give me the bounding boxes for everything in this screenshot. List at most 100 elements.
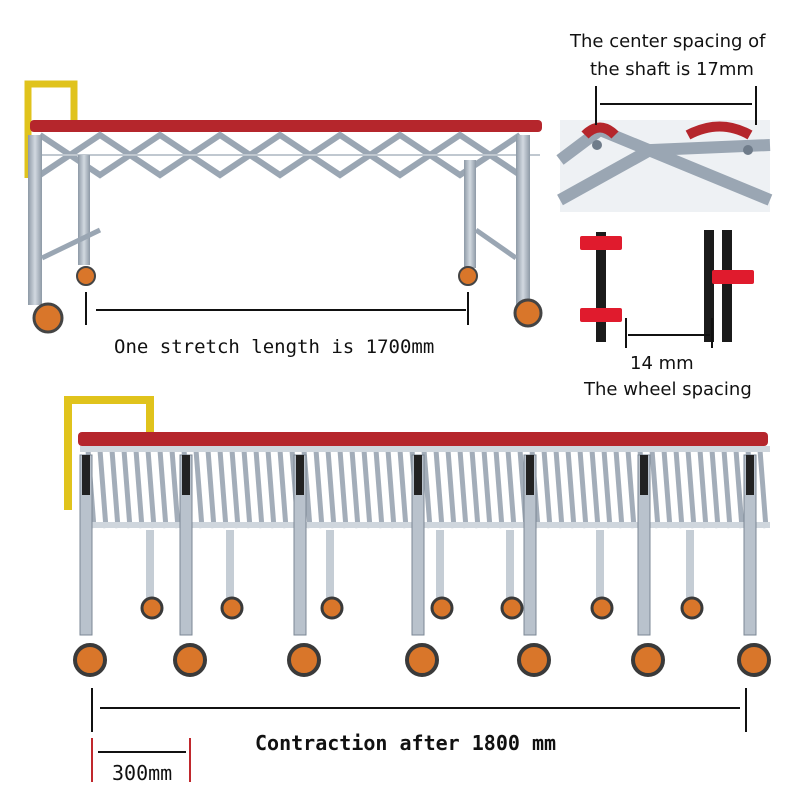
scissor-slat — [625, 449, 637, 529]
caster-wheel — [220, 596, 244, 620]
scissor-slat — [121, 449, 133, 529]
caster-wheel — [287, 643, 321, 677]
wheel-spacer — [712, 270, 754, 284]
scissor-slat — [325, 449, 337, 529]
scissor-slat — [361, 449, 373, 529]
leg — [78, 155, 90, 265]
scissor-slat — [685, 449, 697, 529]
wheel-spacing-label: The wheel spacing — [584, 379, 752, 400]
scissor-slat — [493, 449, 505, 529]
leg — [28, 135, 42, 305]
caster-wheel — [32, 302, 64, 334]
conveyor-contracted-photo — [64, 396, 771, 677]
wheel-spacing-dimension — [625, 318, 713, 348]
scissor-slat — [565, 449, 577, 529]
scissor-slat — [109, 449, 121, 529]
scissor-slat — [169, 449, 181, 529]
scissor-slat — [193, 449, 205, 529]
roller-strip — [78, 432, 768, 446]
scissor-slat — [445, 449, 457, 529]
caster-wheel — [320, 596, 344, 620]
scissor-slat — [421, 449, 433, 529]
scissor-slat — [613, 449, 625, 529]
scissor-slat — [133, 449, 145, 529]
scissor-slat — [577, 449, 589, 529]
scissor-slat — [217, 449, 229, 529]
caster-wheel — [73, 643, 107, 677]
leg-clamp — [82, 455, 90, 495]
stretch-length-label: One stretch length is 1700mm — [114, 336, 435, 358]
scissor-slat — [673, 449, 685, 529]
rear-leg — [436, 530, 444, 600]
contraction-label: Contraction after 1800 mm — [255, 731, 557, 755]
scissor-slat — [661, 449, 673, 529]
scissor-slat — [265, 449, 277, 529]
scissor-slat — [469, 449, 481, 529]
scissor-slat — [253, 449, 265, 529]
scissor-slat — [505, 449, 517, 529]
caster-wheel — [140, 596, 164, 620]
contraction-dimension-line — [91, 688, 747, 753]
leg-clamp — [640, 455, 648, 495]
caster-wheel — [76, 266, 96, 286]
caster-wheel — [513, 298, 543, 328]
scissor-slat — [241, 449, 253, 529]
yellow-handle — [64, 396, 154, 510]
scissor-slat — [97, 449, 109, 529]
scissor-slat — [757, 449, 769, 529]
leg — [464, 160, 476, 268]
yellow-handle — [24, 80, 78, 178]
wheel-detail-photo — [580, 230, 754, 342]
wheel-spacer — [580, 236, 622, 250]
scissor-slat — [649, 449, 661, 529]
scissor-slat — [145, 449, 157, 529]
scissor-slat — [553, 449, 565, 529]
scissor-slat — [697, 449, 709, 529]
scissor-slat — [229, 449, 241, 529]
conveyor-extended-photo — [24, 80, 543, 334]
leg-clamp — [746, 455, 754, 495]
roller-strip — [30, 120, 542, 132]
rear-leg — [686, 530, 694, 600]
leg-clamp — [296, 455, 304, 495]
leg — [516, 135, 530, 305]
scissor-slat — [433, 449, 445, 529]
scissor-slat — [541, 449, 553, 529]
scissor-slat — [589, 449, 601, 529]
scissor-slat — [385, 449, 397, 529]
scissor-slat — [205, 449, 217, 529]
scissor-slat — [721, 449, 733, 529]
rear-leg — [596, 530, 604, 600]
rear-leg — [146, 530, 154, 600]
caster-wheel — [173, 643, 207, 677]
shaft-spacing-label-line2: the shaft is 17mm — [590, 59, 754, 80]
caster-wheel — [500, 596, 524, 620]
leg-clamp — [182, 455, 190, 495]
rear-leg — [326, 530, 334, 600]
stretch-dimension-line — [85, 292, 469, 325]
shaft-spacing-dimension — [595, 86, 757, 125]
scissor-slat — [349, 449, 361, 529]
caster-wheel — [458, 266, 478, 286]
shaft-detail-photo — [556, 120, 773, 212]
wheel-spacer — [580, 308, 622, 322]
scissor-slat — [313, 449, 325, 529]
rear-leg — [506, 530, 514, 600]
caster-wheel — [590, 596, 614, 620]
scissor-slat — [457, 449, 469, 529]
scissor-slat — [733, 449, 745, 529]
caster-wheel — [680, 596, 704, 620]
scissor-slat — [277, 449, 289, 529]
shaft-spacing-label-line1: The center spacing of — [570, 31, 766, 52]
scissor-slat — [157, 449, 169, 529]
caster-wheel — [517, 643, 551, 677]
scissor-frame — [38, 131, 540, 179]
scissor-slat — [601, 449, 613, 529]
leg-spacing-markers — [91, 738, 191, 782]
scissor-slat — [373, 449, 385, 529]
leg-clamp — [526, 455, 534, 495]
caster-wheel — [631, 643, 665, 677]
leg-spacing-label: 300mm — [112, 761, 173, 785]
